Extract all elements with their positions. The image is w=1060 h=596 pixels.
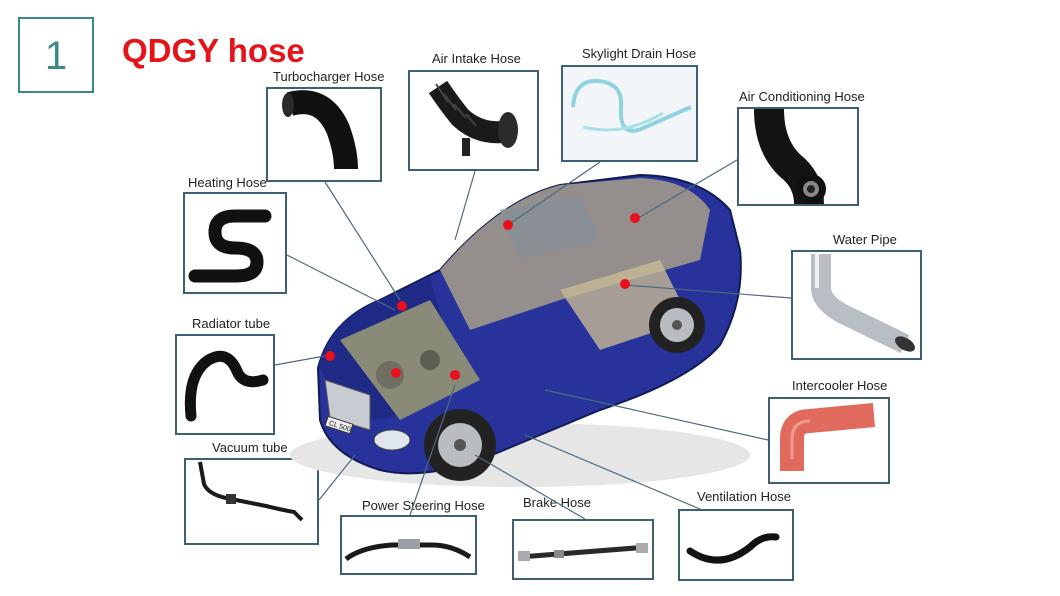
- power-steering-hose-box: [340, 515, 477, 575]
- skylight-drain-hose-image: [571, 78, 692, 133]
- page-title: QDGY hose: [122, 32, 305, 69]
- dot-radiator: [325, 351, 335, 361]
- heating-hose-box: [183, 192, 287, 294]
- label-turbocharger-hose: Turbocharger Hose: [273, 69, 385, 84]
- brake-hose-image: [518, 543, 649, 561]
- label-intercooler-hose: Intercooler Hose: [792, 378, 888, 393]
- power-steering-hose-image: [344, 539, 472, 562]
- leader-line-turbocharger: [324, 181, 401, 301]
- air-intake-hose-box: [408, 70, 539, 171]
- leader-line-radiator: [274, 354, 331, 366]
- vacuum-tube-image: [198, 461, 304, 522]
- dot-power-steering: [450, 370, 460, 380]
- leader-line-heating: [286, 254, 396, 311]
- dot-air-conditioning: [630, 213, 640, 223]
- ventilation-hose-box: [678, 509, 794, 581]
- label-vacuum-tube: Vacuum tube: [212, 440, 288, 455]
- leader-lines: [274, 159, 792, 520]
- leader-line-brake: [474, 454, 586, 520]
- leader-line-air-conditioning: [634, 159, 738, 221]
- leader-line-intercooler: [544, 389, 769, 441]
- label-ventilation-hose: Ventilation Hose: [697, 489, 791, 504]
- radiator-tube-box: [175, 334, 275, 435]
- dot-heating: [391, 368, 401, 378]
- vacuum-tube-box: [184, 458, 319, 545]
- water-pipe-image: [811, 254, 915, 354]
- car-illustration: CL 500: [290, 173, 750, 487]
- leader-line-water-pipe: [624, 284, 792, 299]
- label-water-pipe: Water Pipe: [833, 232, 897, 247]
- ventilation-hose-image: [686, 533, 780, 564]
- label-heating-hose: Heating Hose: [188, 175, 267, 190]
- leader-line-power-steering: [409, 384, 456, 516]
- slide-number: 1: [18, 17, 94, 93]
- label-power-steering-hose: Power Steering Hose: [362, 498, 485, 513]
- label-radiator-tube: Radiator tube: [192, 316, 271, 331]
- dot-skylight-drain: [503, 220, 513, 230]
- intercooler-hose-box: [768, 397, 890, 484]
- water-pipe-box: [791, 250, 922, 360]
- turbocharger-hose-box: [266, 87, 382, 182]
- heating-hose-image: [188, 209, 272, 283]
- brake-hose-box: [512, 519, 654, 580]
- leader-line-skylight-drain: [507, 161, 601, 226]
- air-conditioning-hose-box: [737, 107, 859, 206]
- dot-water-pipe: [620, 279, 630, 289]
- leader-line-ventilation: [524, 434, 701, 510]
- hose-location-dots: [325, 213, 640, 380]
- turbocharger-hose-image: [282, 90, 358, 170]
- label-skylight-drain-hose: Skylight Drain Hose: [582, 46, 697, 61]
- air-intake-hose-image: [428, 80, 518, 156]
- intercooler-hose-image: [780, 403, 876, 471]
- air-conditioning-hose-image: [754, 108, 826, 205]
- radiator-tube-image: [184, 350, 269, 422]
- leader-line-air-intake: [454, 170, 476, 241]
- dot-turbocharger: [397, 301, 407, 311]
- label-air-intake-hose: Air Intake Hose: [432, 51, 521, 66]
- skylight-drain-hose-box: [561, 65, 698, 162]
- leader-line-vacuum: [318, 454, 356, 501]
- label-air-conditioning-hose: Air Conditioning Hose: [739, 89, 865, 104]
